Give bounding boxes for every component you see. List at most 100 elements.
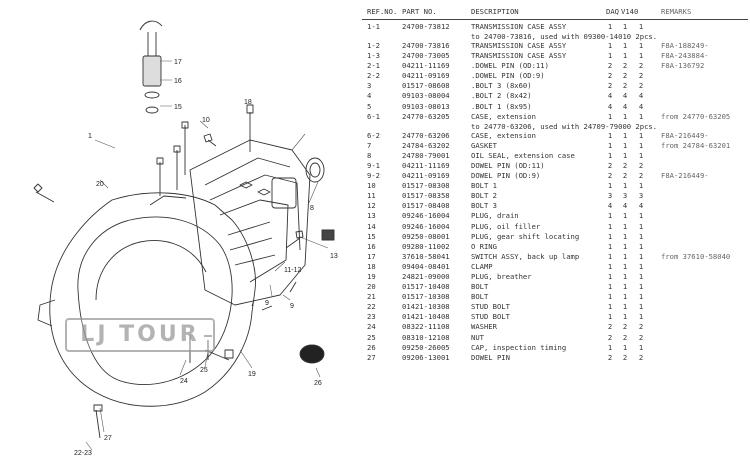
- qty-cell: 1: [638, 241, 644, 251]
- bell-housing-inner: [77, 216, 233, 386]
- qty-cell: 1: [622, 261, 628, 271]
- description-cell: WASHER: [471, 322, 497, 332]
- ref-cell: 3: [367, 81, 372, 91]
- ref-cell: 1-2: [367, 41, 380, 50]
- header-description: DESCRIPTION: [471, 7, 519, 16]
- part-no-cell: 24821-09000: [402, 271, 450, 281]
- qty-cell: 1: [638, 130, 644, 140]
- qty-cell: 1: [607, 130, 613, 140]
- ref-cell: 27: [367, 352, 376, 362]
- qty-cell: 2: [607, 71, 613, 81]
- callout-16: 15: [174, 104, 182, 111]
- qty-cell: 4: [607, 91, 613, 101]
- description-cell: BOLT: [471, 282, 488, 292]
- part-no-cell: 09280-11002: [402, 241, 450, 251]
- description-line: TRANSMISSION CASE ASSY: [471, 41, 567, 50]
- qty-cell: 1: [622, 111, 628, 121]
- ref-cell: 5: [367, 101, 372, 111]
- remarks-cell: F8A-216449-: [661, 171, 709, 181]
- description-cell: GASKET: [471, 141, 497, 151]
- qty-cell: 4: [622, 201, 628, 211]
- remarks-cell: F8A-136792: [661, 61, 705, 71]
- description-cell: OIL SEAL, extension case: [471, 151, 575, 161]
- header-remarks: REMARKS: [661, 7, 692, 16]
- qty-cell: 1: [638, 271, 644, 281]
- ref-cell: 9-2: [367, 171, 380, 181]
- description-cell: BOLT 3: [471, 201, 497, 211]
- ref-cell: 6-2: [367, 130, 380, 140]
- part-no-cell: 09246-16004: [402, 211, 450, 221]
- qty-cell: 1: [607, 271, 613, 281]
- description-cell: CASE, extension: [471, 131, 536, 141]
- description-cell: .BOLT 3 (8x60): [471, 81, 532, 91]
- description-cell: DOWEL PIN (OD:9): [471, 171, 540, 181]
- qty-cell: 2: [607, 352, 613, 362]
- qty-cell: 1: [607, 211, 613, 221]
- qty-cell: 1: [638, 292, 644, 302]
- part-no-cell: 09246-16004: [402, 221, 450, 231]
- description-cell: STUD BOLT: [471, 302, 510, 312]
- exploded-parts-diagram: 17 16 15 1 18 10 8 20 13 11-12 9 9 19 25…: [0, 0, 360, 463]
- description-line: BOLT: [471, 282, 489, 292]
- case-body-outline: [189, 139, 311, 306]
- qty-cell: 2: [622, 160, 628, 170]
- qty-cell: 2: [607, 332, 613, 342]
- description-line: BOLT 2: [471, 191, 497, 201]
- qty-cell: 2: [622, 81, 628, 91]
- header-ref-no: REF.NO.: [367, 7, 398, 16]
- remarks-cell: F8A-216449-: [661, 130, 709, 140]
- transmission-case-drawing: 17 16 15 1 18 10 8 20 13 11-12 9 9 19 25…: [33, 20, 338, 457]
- description-line: .BOLT 3 (8x60): [471, 81, 532, 91]
- qty-cell: 1: [638, 22, 644, 31]
- qty-cell: 1: [638, 51, 644, 61]
- qty-cell: 4: [622, 101, 628, 111]
- description-cell: BOLT 2: [471, 191, 497, 201]
- remarks-cell: from 24770-63205: [661, 111, 731, 121]
- qty-cell: 3: [638, 191, 644, 201]
- description-line: GASKET: [471, 140, 497, 150]
- description-cell: TRANSMISSION CASE ASSY: [471, 41, 566, 51]
- bell-housing-outline: [49, 192, 256, 407]
- description-line: DOWEL PIN: [471, 352, 510, 362]
- qty-cell: 1: [607, 221, 613, 231]
- qty-cell: 1: [638, 181, 644, 191]
- callout-27: 27: [104, 435, 112, 442]
- description-line: PLUG, drain: [471, 211, 519, 221]
- callout-25: 25: [200, 367, 208, 374]
- qty-cell: 3: [622, 191, 628, 201]
- description-cell: SWITCH ASSY, back up lamp: [471, 252, 579, 262]
- qty-cell: 1: [622, 271, 628, 281]
- qty-cell: 4: [622, 91, 628, 101]
- qty-cell: 1: [607, 342, 613, 352]
- description-line: PLUG, gear shift locating: [471, 231, 580, 241]
- part-no-cell: 24700-73812: [402, 22, 450, 31]
- qty-cell: 2: [607, 81, 613, 91]
- qty-cell: 2: [607, 322, 613, 332]
- part-no-cell: 01421-10408: [402, 312, 450, 322]
- description-line: PLUG, oil filler: [471, 221, 541, 231]
- part-no-cell: 24770-63205: [402, 111, 450, 121]
- part-no-cell: 08322-11108: [402, 322, 450, 332]
- qty-cell: 1: [638, 251, 644, 261]
- qty-cell: 1: [607, 41, 613, 50]
- qty-cell: 1: [638, 111, 644, 121]
- part-no-cell: 09250-26005: [402, 342, 450, 352]
- qty-cell: 2: [638, 61, 644, 71]
- inspection-cap-26: [299, 344, 325, 364]
- ref-cell: 2-2: [367, 71, 380, 81]
- watermark-logo: LJ TOUR: [65, 318, 215, 352]
- description-cell: PLUG, oil filler: [471, 222, 540, 232]
- qty-cell: 1: [622, 150, 628, 160]
- description-cell: .BOLT 2 (8x42): [471, 91, 532, 101]
